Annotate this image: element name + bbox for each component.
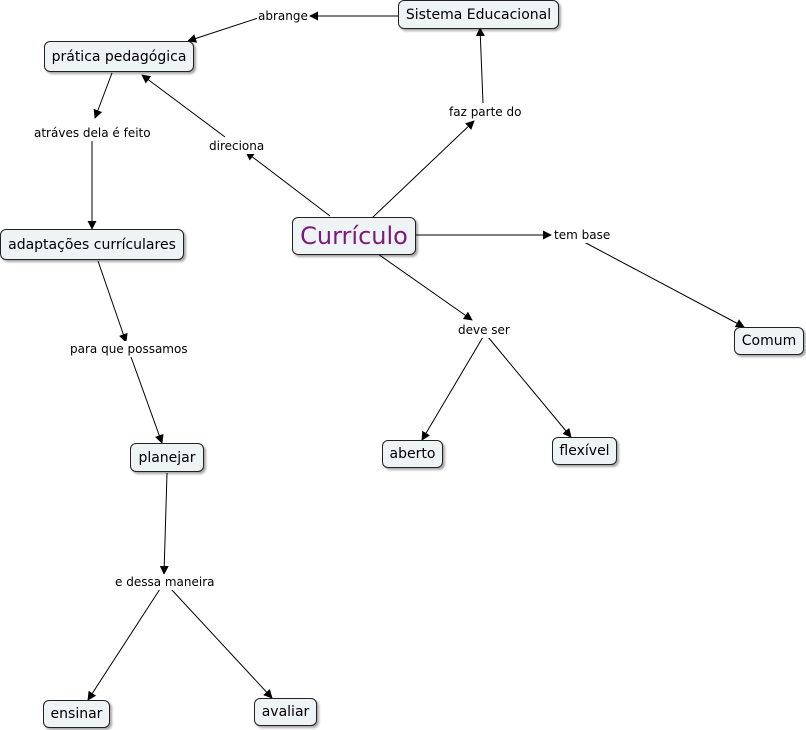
connector-direciona-pratica	[141, 74, 226, 138]
link-abrange: abrange	[257, 8, 309, 24]
concept-pratica-pedagogica[interactable]: prática pedagógica	[44, 41, 194, 72]
link-deve-ser: deve ser	[457, 322, 511, 338]
connector-adaptacoes-paraque	[97, 260, 128, 343]
link-atraves-dela-e-feito: atráves dela é feito	[33, 125, 152, 141]
connector-paraque-planejar	[130, 356, 164, 444]
connector-curriculo-faz	[371, 120, 475, 219]
connector-edessa-avaliar	[170, 588, 273, 699]
connector-tembase-comum	[583, 241, 745, 328]
connector-edessa-ensinar	[87, 588, 161, 701]
concept-aberto[interactable]: aberto	[382, 440, 443, 468]
connector-deveser-aberto	[421, 336, 484, 441]
link-direciona: direciona	[208, 138, 266, 154]
connector-planejar-edessa	[159, 472, 169, 575]
concept-ensinar[interactable]: ensinar	[43, 700, 110, 728]
concept-flexivel[interactable]: flexível	[552, 437, 617, 465]
concept-avaliar[interactable]: avaliar	[254, 698, 317, 726]
concept-curriculo[interactable]: Currículo	[292, 217, 416, 255]
connector-curriculo-direciona	[245, 151, 331, 217]
connector-faz-sistema	[475, 27, 485, 104]
connector-abrange-pratica	[187, 17, 259, 43]
concept-adaptacoes-curriculares[interactable]: adaptações currículares	[0, 229, 184, 260]
concept-planejar[interactable]: planejar	[130, 443, 204, 472]
connector-pratica-atraves	[93, 72, 113, 119]
link-e-dessa-maneira: e dessa maneira	[114, 574, 216, 590]
link-para-que-possamos: para que possamos	[69, 341, 189, 357]
link-tem-base: tem base	[553, 227, 612, 243]
connector-curriculo-deveser	[377, 253, 473, 321]
link-faz-parte-do: faz parte do	[448, 104, 523, 120]
connector-deveser-flexivel	[487, 336, 572, 438]
concept-sistema-educacional[interactable]: Sistema Educacional	[398, 0, 559, 29]
concept-comum[interactable]: Comum	[734, 327, 804, 355]
